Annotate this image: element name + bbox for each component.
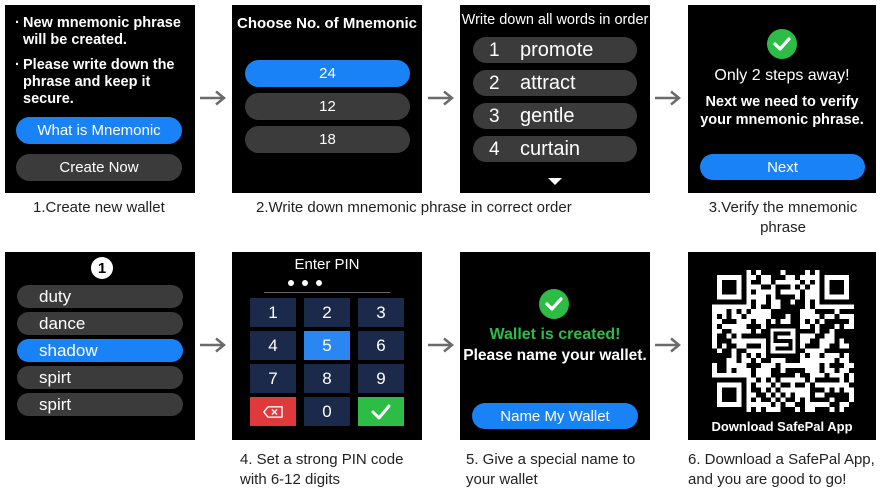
screen-verify-intro: Only 2 steps away! Next we need to verif… [688,5,876,193]
caption-step-5: 5. Give a special name to your wallet [466,451,636,488]
key-4[interactable]: 4 [250,331,296,360]
arrow-right-icon [428,337,454,353]
qr-code[interactable] [712,270,854,412]
name-my-wallet-button[interactable]: Name My Wallet [472,403,638,429]
word-number: 2 [489,73,500,94]
arrow-right-icon [655,90,681,106]
caption-step-6: 6. Download a SafePal App, and you are g… [688,451,875,488]
key-6[interactable]: 6 [358,331,404,360]
word-row: 1 promote [473,37,637,63]
word-choice-shadow[interactable]: shadow [17,339,183,362]
option-12[interactable]: 12 [245,93,410,120]
steps-away-text: Only 2 steps away! [714,67,850,84]
word-number: 4 [489,139,500,160]
step-badge-number: 1 [97,259,107,277]
check-icon [371,404,391,419]
screen-wallet-created: Wallet is created! Please name your wall… [460,252,650,440]
key-8[interactable]: 8 [304,364,350,393]
word-choice-spirt[interactable]: spirt [17,366,183,389]
word-row: 4 curtain [473,136,637,162]
word-text: gentle [520,105,575,127]
caption-step-3: 3.Verify the mnemonic phrase [708,199,858,236]
word-choice-spirt-2[interactable]: spirt [17,393,183,416]
screen-verify-words: 1 duty dance shadow spirt spirt [5,252,195,440]
choose-count-title: Choose No. of Mnemonic [237,15,417,32]
key-0[interactable]: 0 [304,397,350,426]
arrow-right-icon [200,90,226,106]
word-row: 3 gentle [473,103,637,129]
caption-step-1: 1.Create new wallet [33,199,165,216]
word-text: curtain [520,138,581,160]
wallet-created-text: Wallet is created! [489,326,621,343]
download-label: Download SafePal App [711,419,853,434]
word-row: 2 attract [473,70,637,96]
screen-create-wallet: · New mnemonic phrase will be created. ·… [5,5,195,193]
next-button[interactable]: Next [700,154,865,180]
option-24[interactable]: 24 [245,60,410,87]
caption-step-4: 4. Set a strong PIN code with 6-12 digit… [240,451,404,488]
create-now-button[interactable]: Create Now [16,154,182,181]
pin-underline [264,292,390,293]
confirm-key[interactable] [358,397,404,426]
screen-write-words: Write down all words in order 1 promote … [460,5,650,193]
what-is-mnemonic-button[interactable]: What is Mnemonic [16,117,182,144]
step-badge: 1 [91,257,113,279]
option-18[interactable]: 18 [245,126,410,153]
pin-dots [288,280,348,288]
word-number: 3 [489,106,500,127]
name-wallet-prompt: Please name your wallet. [463,347,647,364]
word-choice-dance[interactable]: dance [17,312,183,335]
key-1[interactable]: 1 [250,298,296,327]
word-choice-duty[interactable]: duty [17,285,183,308]
bullet-write-down: · Please write down the phrase and keep … [15,57,175,107]
verify-intro-text: Next we need to verify your mnemonic phr… [700,94,864,128]
backspace-icon [263,405,283,418]
arrow-right-icon [200,337,226,353]
word-text: attract [520,72,576,94]
key-7[interactable]: 7 [250,364,296,393]
arrow-right-icon [428,90,454,106]
bullet-new-phrase: · New mnemonic phrase will be created. [15,15,181,48]
key-2[interactable]: 2 [304,298,350,327]
key-3[interactable]: 3 [358,298,404,327]
screen-choose-count: Choose No. of Mnemonic 24 12 18 [232,5,422,193]
write-words-title: Write down all words in order [461,12,649,28]
key-9[interactable]: 9 [358,364,404,393]
caption-step-2: 2.Write down mnemonic phrase in correct … [256,199,572,216]
check-icon [539,289,569,319]
key-5[interactable]: 5 [304,331,350,360]
arrow-right-icon [655,337,681,353]
screen-enter-pin: Enter PIN 1 2 3 4 5 6 7 8 9 0 [232,252,422,440]
check-icon [767,29,797,59]
word-text: promote [520,39,594,61]
pin-title: Enter PIN [294,256,360,273]
qr-code-icon [712,270,854,412]
scroll-down-icon[interactable] [548,178,562,186]
delete-key[interactable] [250,397,296,426]
word-number: 1 [489,40,500,61]
screen-download-app: Download SafePal App [688,252,876,440]
